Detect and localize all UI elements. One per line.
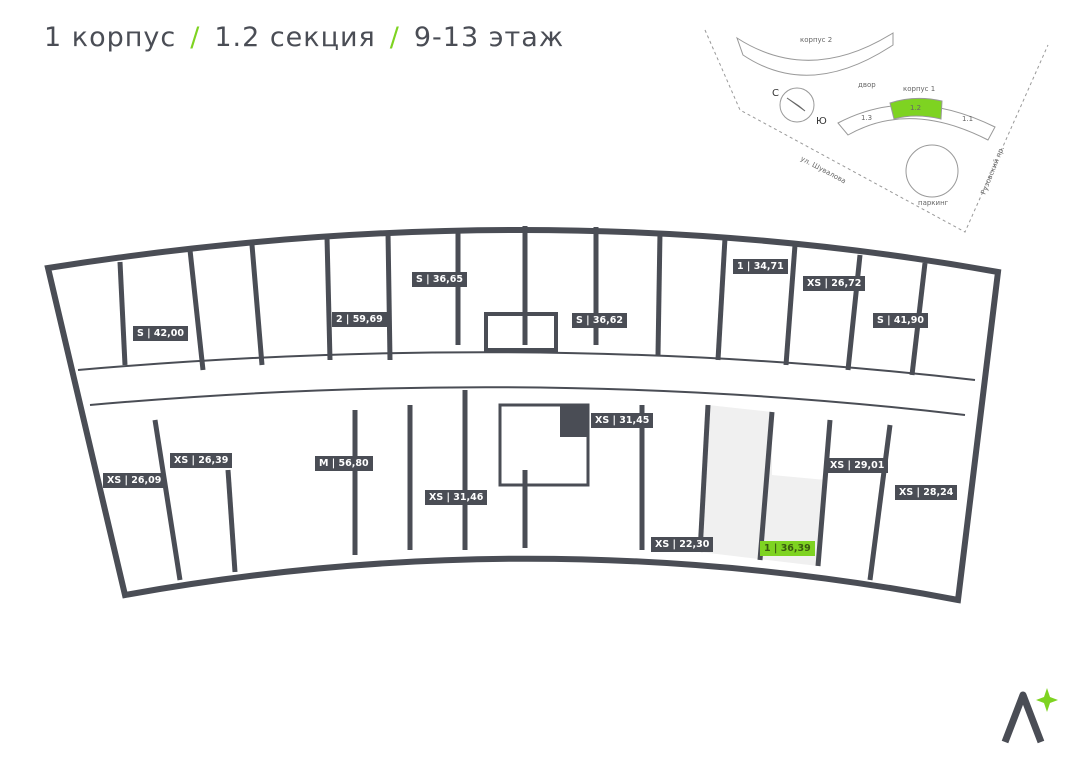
mm-building2: корпус 2: [800, 36, 832, 44]
mm-section-1-2: 1.2: [910, 104, 921, 112]
mm-section-1-3: 1.3: [861, 114, 872, 122]
apartment-label[interactable]: S | 36,62: [572, 313, 627, 328]
building-2-shape: [736, 32, 894, 76]
selected-apartment-fill: [700, 405, 826, 566]
building-title: 1 корпус: [44, 22, 177, 53]
apartment-label[interactable]: XS | 26,39: [170, 453, 233, 468]
floor-title: 9-13 этаж: [413, 22, 565, 53]
building-1-shape: [837, 104, 996, 141]
apartment-label[interactable]: XS | 26,72: [803, 276, 866, 291]
mm-building1: корпус 1: [903, 85, 935, 93]
mm-section-1-1: 1.1: [962, 115, 973, 123]
building-outline: [44, 226, 1002, 604]
separator: /: [190, 22, 201, 53]
mm-street1: ул. Шувалова: [799, 155, 847, 186]
page-title: 1 корпус / 1.2 секция / 9-13 этаж: [44, 22, 564, 53]
apartment-label[interactable]: 1 | 34,71: [733, 259, 788, 274]
site-boundary: [704, 29, 1049, 233]
apartment-label[interactable]: S | 42,00: [133, 326, 188, 341]
apartment-label[interactable]: XS | 31,45: [591, 413, 654, 428]
apartment-label[interactable]: XS | 26,09: [103, 473, 166, 488]
section-title: 1.2 секция: [214, 22, 376, 53]
apartment-label[interactable]: XS | 29,01: [826, 458, 889, 473]
apartment-label[interactable]: M | 56,80: [315, 456, 373, 471]
apartment-label[interactable]: XS | 28,24: [895, 485, 958, 500]
apartment-label-selected[interactable]: 1 | 36,39: [760, 541, 815, 556]
parking-circle: [905, 144, 959, 198]
mm-street2: Рузовский пр.: [979, 145, 1006, 195]
separator: /: [389, 22, 400, 53]
apartment-label[interactable]: 2 | 59,69: [332, 312, 387, 327]
compass-south: Ю: [816, 116, 827, 127]
mm-yard: двор: [858, 81, 876, 89]
apartment-label[interactable]: XS | 22,30: [651, 537, 714, 552]
apartment-label[interactable]: S | 41,90: [873, 313, 928, 328]
apartment-label[interactable]: S | 36,65: [412, 272, 467, 287]
compass-north: С: [772, 88, 779, 99]
elevator-shaft: [484, 312, 558, 352]
staircase: [498, 403, 590, 487]
section-1-2-highlight: [889, 97, 943, 120]
mm-parking: паркинг: [918, 199, 949, 207]
site-minimap: [704, 29, 1049, 233]
apartment-label[interactable]: XS | 31,46: [425, 490, 488, 505]
